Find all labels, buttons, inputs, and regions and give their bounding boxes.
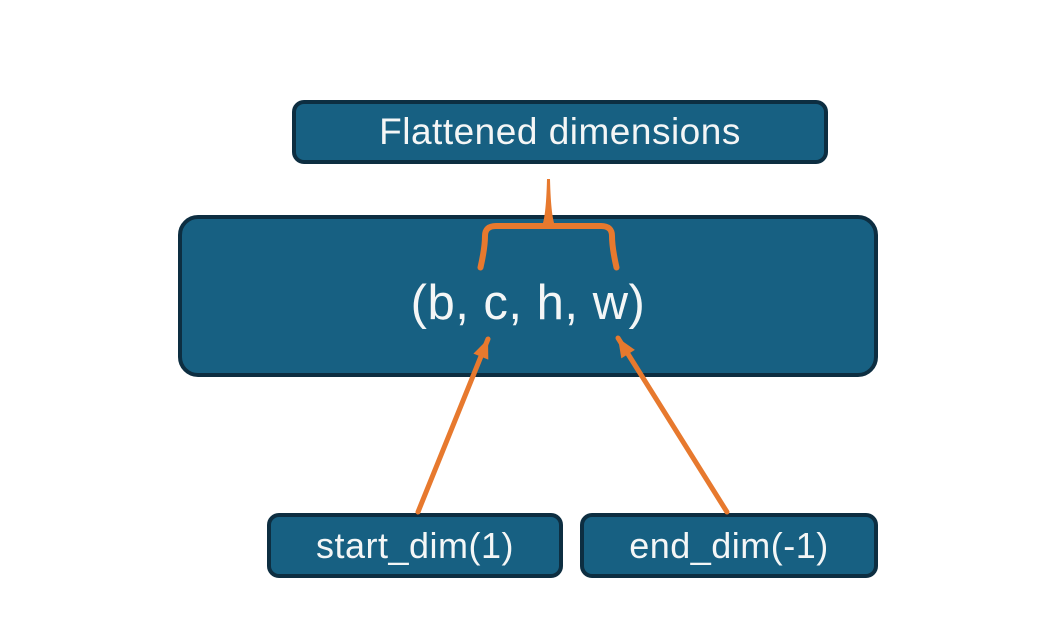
node-flattened-dimensions-label: Flattened dimensions xyxy=(379,111,741,152)
node-start-dim: start_dim(1) xyxy=(267,513,563,578)
node-end-dim-label: end_dim(-1) xyxy=(629,524,829,566)
node-tensor-shape: (b, c, h, w) xyxy=(178,215,878,377)
node-end-dim: end_dim(-1) xyxy=(580,513,878,578)
node-tensor-shape-label: (b, c, h, w) xyxy=(410,276,646,330)
node-start-dim-label: start_dim(1) xyxy=(315,524,515,566)
node-flattened-dimensions: Flattened dimensions xyxy=(292,100,828,164)
